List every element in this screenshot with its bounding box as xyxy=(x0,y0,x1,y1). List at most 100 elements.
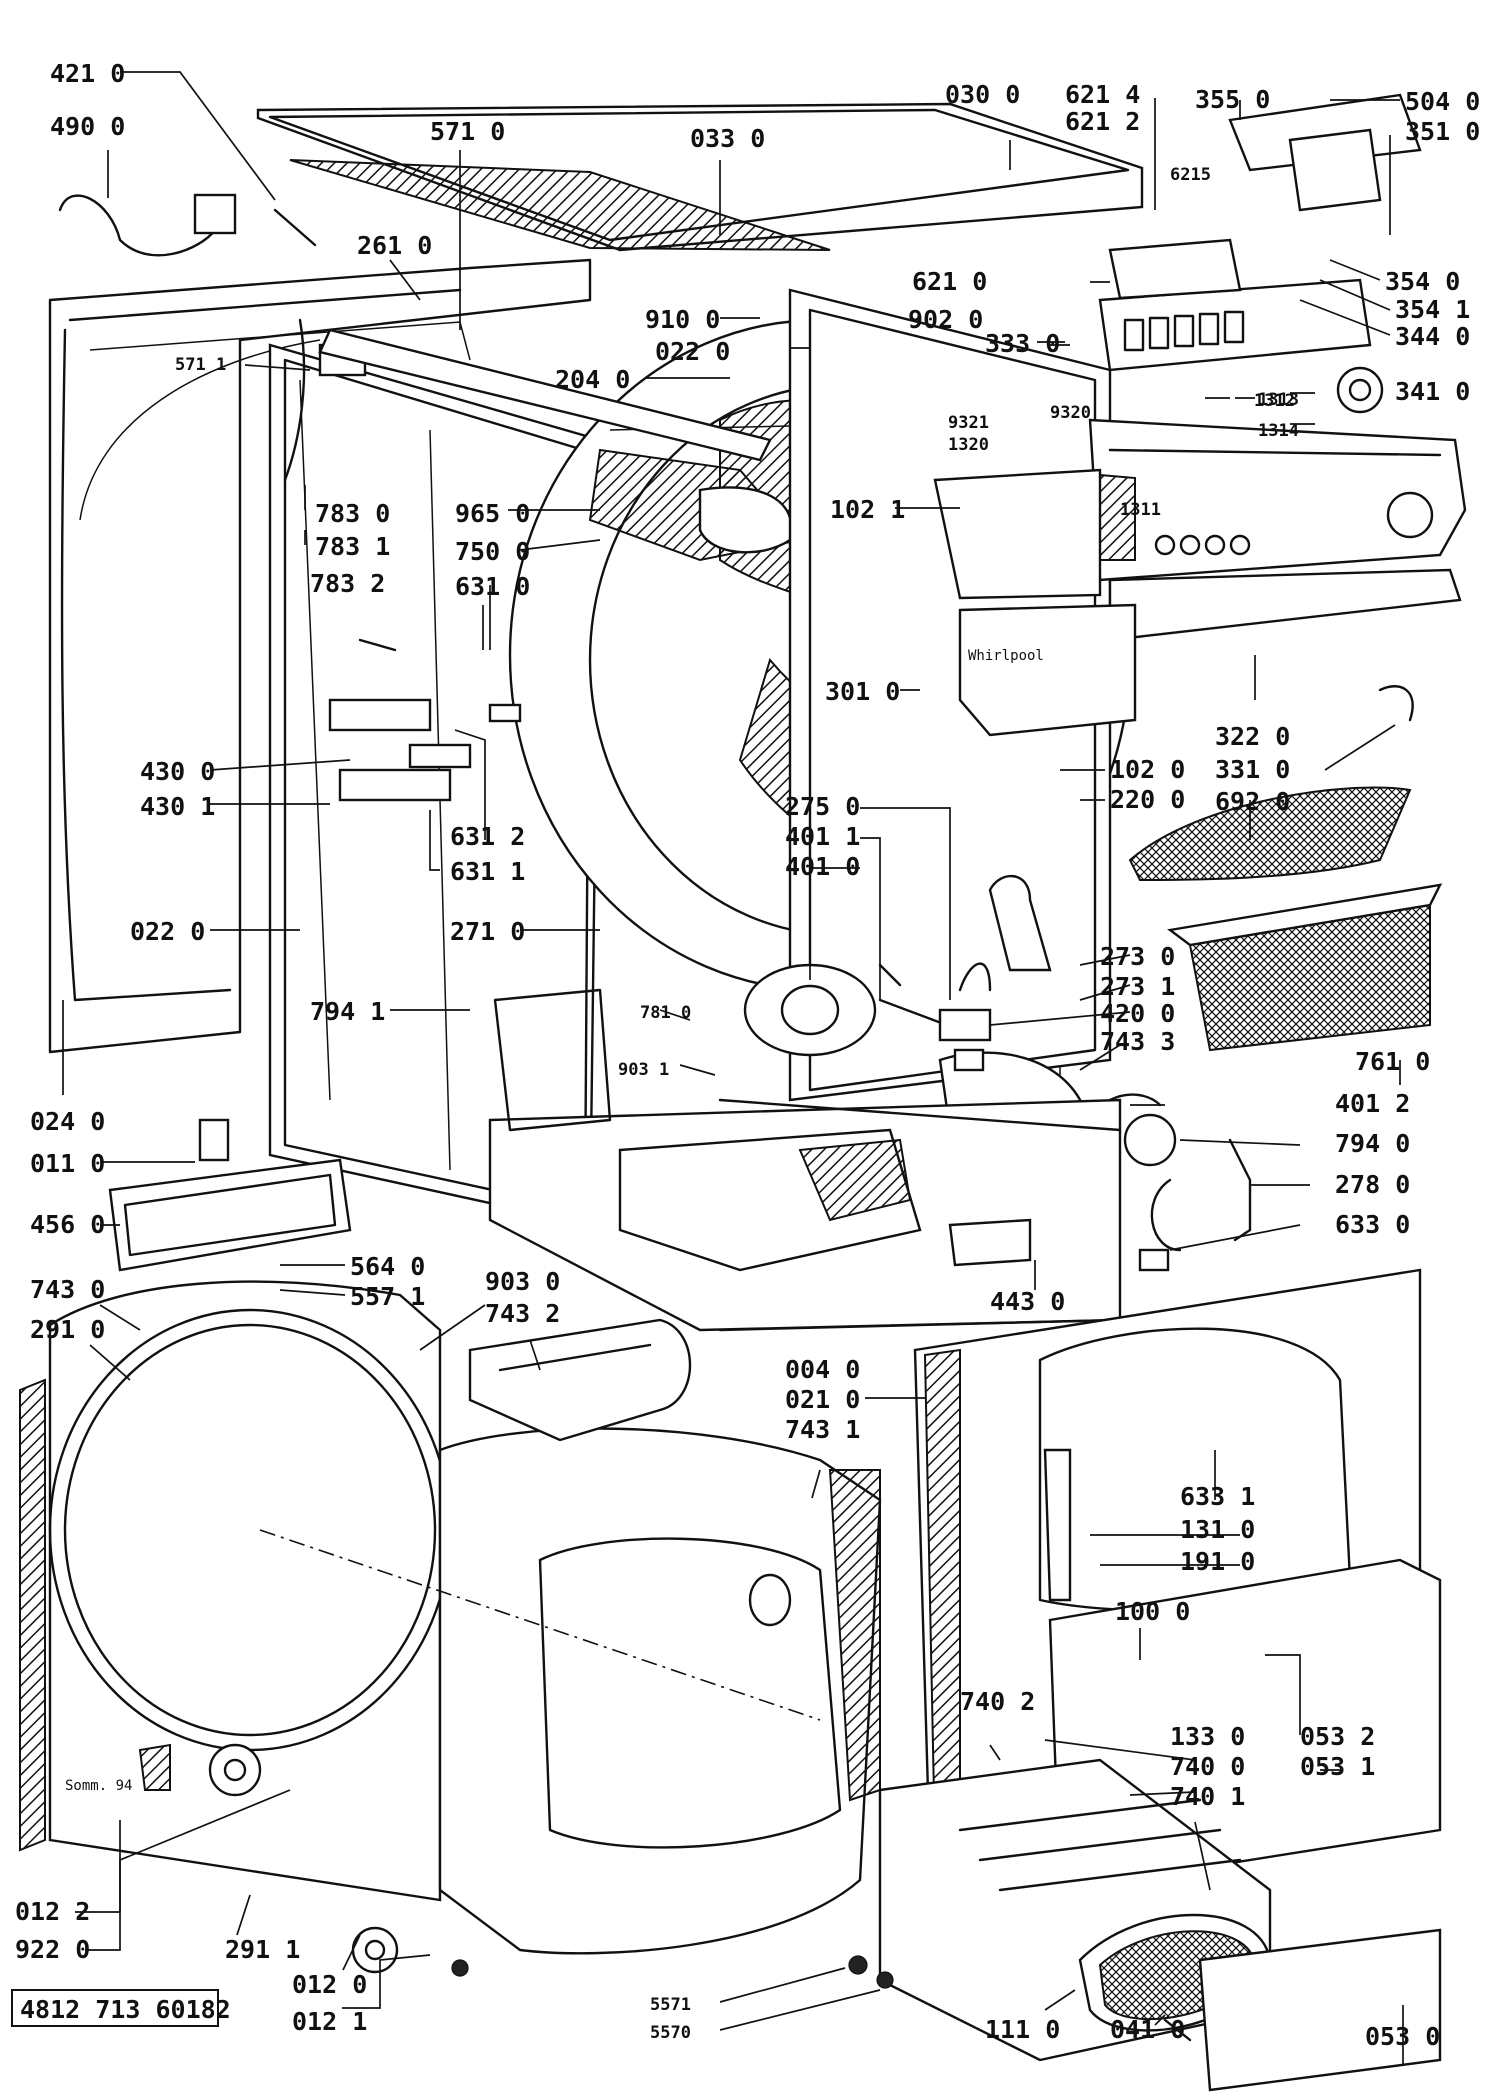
part-label: 692 0 xyxy=(1215,787,1290,816)
power-cord xyxy=(58,193,317,257)
part-label: 133 0 xyxy=(1170,1722,1245,1751)
part-label: 490 0 xyxy=(50,112,125,141)
part-label: 053 1 xyxy=(1300,1752,1375,1781)
brand-plate-text: Whirlpool xyxy=(968,648,1044,664)
part-label: 022 0 xyxy=(655,337,730,366)
part-label: 631 0 xyxy=(455,572,530,601)
part-label: 743 2 xyxy=(485,1299,560,1328)
part-label: 430 1 xyxy=(140,792,215,821)
part-label: 571 1 xyxy=(175,355,226,375)
part-label: 456 0 xyxy=(30,1210,105,1239)
part-label: 354 0 xyxy=(1385,267,1460,296)
part-label: 354 1 xyxy=(1395,295,1470,324)
part-label: 783 0 xyxy=(315,499,390,528)
part-label: 291 1 xyxy=(225,1935,300,1964)
part-label: 903 0 xyxy=(485,1267,560,1296)
part-label: 910 0 xyxy=(645,305,720,334)
part-label: 740 0 xyxy=(1170,1752,1245,1781)
part-label: 301 0 xyxy=(825,677,900,706)
part-label: 421 0 xyxy=(50,59,125,88)
part-label: 633 0 xyxy=(1335,1210,1410,1239)
part-label: 102 0 xyxy=(1110,755,1185,784)
door-inner-frame xyxy=(259,1427,882,1955)
part-label: 761 0 xyxy=(1355,1047,1430,1076)
part-label: 322 0 xyxy=(1215,722,1290,751)
part-label: 794 0 xyxy=(1335,1129,1410,1158)
part-label: 131 0 xyxy=(1180,1515,1255,1544)
part-label: 011 0 xyxy=(30,1149,105,1178)
part-label: 740 2 xyxy=(960,1687,1035,1716)
part-label: 012 0 xyxy=(292,1970,367,1999)
part-label: 743 1 xyxy=(785,1415,860,1444)
part-label: 621 4 xyxy=(1065,80,1140,109)
part-label: 781 0 xyxy=(640,1003,691,1023)
part-label: 012 1 xyxy=(292,2007,367,2036)
part-label: 571 0 xyxy=(430,117,505,146)
part-label: 903 1 xyxy=(618,1060,669,1080)
part-label: 6215 xyxy=(1170,165,1211,185)
part-label: 1320 xyxy=(948,435,989,455)
part-number-labels: 421 0 490 0 571 0 033 0 030 0 621 4 621 … xyxy=(11,59,1480,2051)
front-panel-left xyxy=(19,1280,452,1902)
part-label: 621 0 xyxy=(912,267,987,296)
part-label: 111 0 xyxy=(985,2015,1060,2044)
part-label: 273 1 xyxy=(1100,972,1175,1001)
part-label: 922 0 xyxy=(15,1935,90,1964)
part-label: 022 0 xyxy=(130,917,205,946)
part-label: 621 2 xyxy=(1065,107,1140,136)
water-container-drawer xyxy=(878,1758,1442,2092)
part-label: 5570 xyxy=(650,2023,691,2043)
right-side-small-parts xyxy=(953,685,1414,1272)
part-label: 564 0 xyxy=(350,1252,425,1281)
part-label: 053 0 xyxy=(1365,2022,1440,2051)
part-label: 100 0 xyxy=(1115,1597,1190,1626)
part-label: 1311 xyxy=(1120,500,1161,520)
drawing-reference-number: 4812 713 60182 xyxy=(20,1995,231,2024)
part-label: 743 3 xyxy=(1100,1027,1175,1056)
part-label: 504 0 xyxy=(1405,87,1480,116)
part-label: 631 2 xyxy=(450,822,525,851)
control-panel-fascia xyxy=(933,418,1467,737)
part-label: 102 1 xyxy=(830,495,905,524)
part-label: 557 1 xyxy=(350,1282,425,1311)
part-label: 275 0 xyxy=(785,792,860,821)
part-label: 633 1 xyxy=(1180,1482,1255,1511)
part-label: 965 0 xyxy=(455,499,530,528)
part-label: 333 0 xyxy=(985,329,1060,358)
part-label: 021 0 xyxy=(785,1385,860,1414)
part-label: 1312 xyxy=(1254,391,1295,411)
part-label: 271 0 xyxy=(450,917,525,946)
part-label: 740 1 xyxy=(1170,1782,1245,1811)
part-label: 750 0 xyxy=(455,537,530,566)
part-label: 261 0 xyxy=(357,231,432,260)
front-badge-text: Somm. 94 xyxy=(65,1778,132,1794)
part-label: 220 0 xyxy=(1110,785,1185,814)
part-label: 204 0 xyxy=(555,365,630,394)
part-label: 024 0 xyxy=(30,1107,105,1136)
part-label: 5571 xyxy=(650,1995,691,2015)
drive-motor xyxy=(743,962,992,1057)
part-label: 1313 xyxy=(1258,390,1299,410)
part-label: 430 0 xyxy=(140,757,215,786)
part-label: 355 0 xyxy=(1195,85,1270,114)
top-cover-panel xyxy=(256,102,1144,252)
part-label: 033 0 xyxy=(690,124,765,153)
part-label: 794 1 xyxy=(310,997,385,1026)
part-label: 9321 xyxy=(948,413,989,433)
part-label: 351 0 xyxy=(1405,117,1480,146)
part-label: 191 0 xyxy=(1180,1547,1255,1576)
part-label: 401 1 xyxy=(785,822,860,851)
lint-filter xyxy=(1128,786,1443,1052)
part-label: 053 2 xyxy=(1300,1722,1375,1751)
part-label: 420 0 xyxy=(1100,999,1175,1028)
part-label: 004 0 xyxy=(785,1355,860,1384)
part-label: 401 2 xyxy=(1335,1089,1410,1118)
air-duct-upper xyxy=(588,448,802,562)
screw-and-bracket xyxy=(108,1118,352,1272)
part-label: 743 0 xyxy=(30,1275,105,1304)
part-label: 631 1 xyxy=(450,857,525,886)
part-label: 030 0 xyxy=(945,80,1020,109)
part-label: 783 2 xyxy=(310,569,385,598)
parts-artwork xyxy=(19,93,1467,2092)
